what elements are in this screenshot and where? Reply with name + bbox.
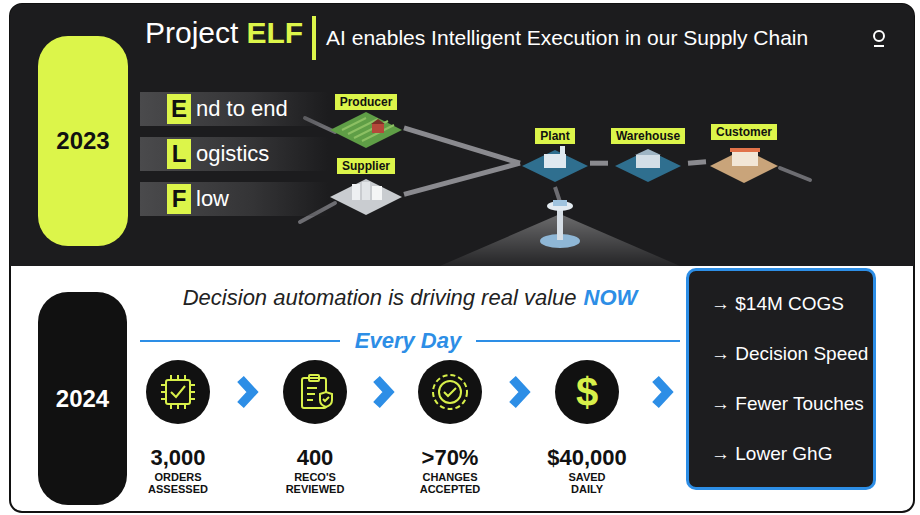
- icon-glyph: $: [576, 372, 598, 412]
- icon-circle: [555, 360, 619, 424]
- icon-circle: [283, 360, 347, 424]
- title-divider: [312, 16, 316, 60]
- site-label: Producer: [335, 94, 398, 110]
- letter-row: low F: [140, 182, 328, 216]
- step-chevron: [500, 379, 537, 405]
- initial-text: F: [172, 187, 187, 211]
- metric-caption: CHANGES ACCEPTED: [417, 471, 483, 495]
- producer-site: Producer: [328, 92, 404, 150]
- customer-tile: [710, 148, 778, 183]
- results-box: → $14M COGS → Decision Speed → Fewer Touch…: [686, 268, 876, 490]
- icon-area: $: [537, 360, 637, 424]
- title-accent: ELF: [246, 14, 303, 52]
- headline: Decision automation is driving real valu…: [183, 284, 577, 312]
- year-pill: 2023: [38, 36, 128, 246]
- icon-area: [128, 360, 228, 424]
- metric-caption: SAVED DAILY: [554, 471, 620, 495]
- plant-site: Plant: [520, 126, 590, 186]
- icon-circle: [146, 360, 210, 424]
- year-text: 2023: [56, 127, 109, 155]
- metric-step: 3,000ORDERS ASSESSED: [128, 360, 228, 495]
- road-link: [688, 162, 706, 164]
- title-text: Project: [145, 14, 238, 52]
- icon-area: [400, 360, 500, 424]
- metric-value: >70%: [400, 446, 500, 470]
- result-item: → $14M COGS: [711, 293, 873, 315]
- metric-caption: ORDERS ASSESSED: [145, 471, 211, 495]
- site-label: Warehouse: [611, 128, 685, 144]
- section-label: Every Day: [355, 327, 461, 355]
- icon-circle: [418, 360, 482, 424]
- year-pill: 2024: [38, 292, 127, 505]
- site-label: Supplier: [337, 158, 395, 174]
- subtitle: AI enables Intelligent Execution in our …: [326, 25, 808, 51]
- dark-panel: [10, 4, 914, 266]
- row-word: low: [196, 186, 229, 212]
- control-tower: [540, 187, 580, 248]
- badge-icon: [433, 375, 467, 409]
- year-text: 2024: [56, 385, 109, 413]
- icon-area: [265, 360, 365, 424]
- letter-row: ogistics L: [140, 137, 328, 171]
- metric-step: $ $40,000SAVED DAILY: [537, 360, 637, 495]
- letter-row: nd to end E: [140, 92, 328, 126]
- initial-text: E: [171, 97, 187, 121]
- metric-value: $40,000: [537, 446, 637, 470]
- corner-icon: [874, 31, 884, 46]
- customer-site: Customer: [706, 122, 782, 186]
- result-item: → Fewer Touches: [711, 393, 873, 415]
- rule-line: [476, 340, 680, 342]
- supplier-site: Supplier: [328, 156, 404, 218]
- metric-caption: RECO'S REVIEWED: [282, 471, 348, 495]
- road-link: [590, 161, 608, 166]
- road-link: [404, 163, 520, 194]
- warehouse-site: Warehouse: [608, 126, 688, 186]
- site-label: Plant: [535, 128, 574, 144]
- farm-tile: [330, 112, 402, 148]
- supplier-tile: [330, 179, 402, 215]
- headline-accent: NOW: [584, 284, 638, 312]
- metric-step: 400RECO'S REVIEWED: [265, 360, 365, 495]
- row-word: ogistics: [196, 141, 269, 167]
- step-chevron: [637, 379, 686, 405]
- initial-text: L: [172, 142, 187, 166]
- chip-icon: [161, 375, 195, 409]
- metric-step: >70%CHANGES ACCEPTED: [400, 360, 500, 495]
- metric-value: 3,000: [128, 446, 228, 470]
- row-word: nd to end: [196, 96, 288, 122]
- result-item: → Lower GhG: [711, 443, 873, 465]
- initial-letter: L: [167, 139, 191, 169]
- warehouse-tile: [615, 149, 681, 182]
- result-item: → Decision Speed: [711, 343, 873, 365]
- step-chevron: [365, 379, 400, 405]
- clipboard-icon: [302, 375, 332, 408]
- road-link: [404, 128, 520, 163]
- road: [300, 118, 810, 222]
- frame: [10, 4, 914, 512]
- metric-value: 400: [265, 446, 365, 470]
- site-label: Customer: [711, 124, 777, 140]
- plant-tile: [522, 146, 588, 182]
- initial-letter: F: [167, 184, 191, 214]
- initial-letter: E: [167, 94, 191, 124]
- step-chevron: [228, 379, 265, 405]
- rule-line: [140, 340, 340, 342]
